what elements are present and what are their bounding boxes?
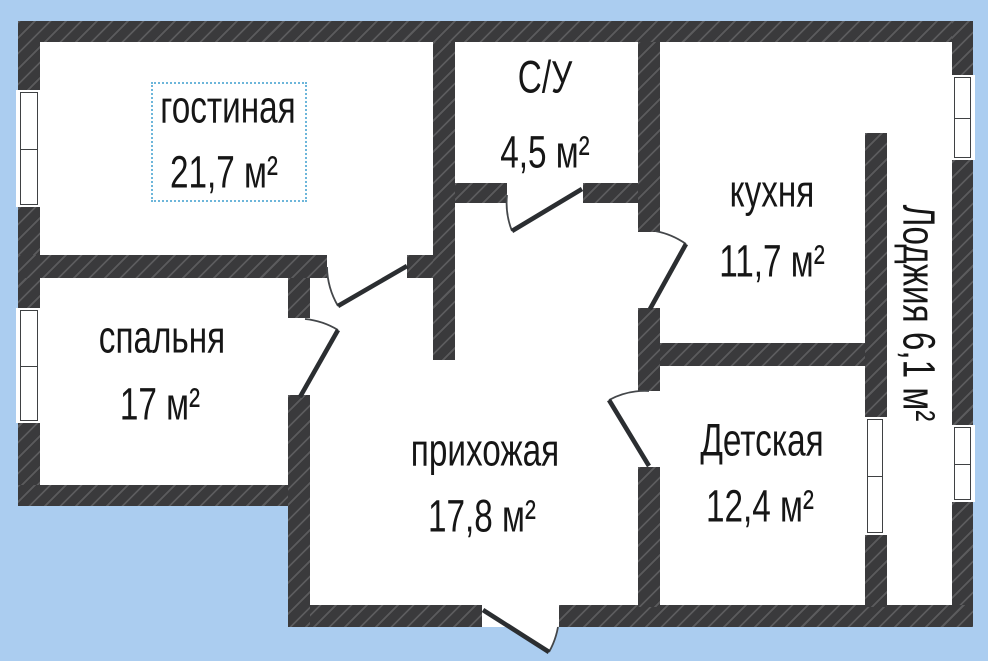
room-label-kids-area: 12,4 м² (705, 480, 815, 532)
room-label-hallway-name: прихожая (410, 424, 560, 476)
wall-kids-west (638, 467, 660, 607)
window-loggia-north (950, 75, 975, 160)
wall-bedroom-east-upper (288, 278, 310, 318)
wall-kitchen-west-lower (638, 308, 660, 391)
room-label-loggia: Лоджия 6,1 м² (893, 204, 945, 422)
wall-bathroom-west (433, 42, 455, 360)
floor-area-lower-right (288, 21, 973, 627)
window-sash-divider (954, 117, 971, 119)
window-kids-loggia (863, 417, 887, 535)
wall-bedroom-south (18, 485, 308, 506)
window-sash-divider (20, 148, 38, 150)
window-bedroom (16, 308, 42, 423)
room-label-hallway-area: 17,8 м² (427, 490, 537, 542)
room-label-living-area: 21,7 м² (169, 146, 279, 198)
wall-bathroom-south-west (455, 183, 507, 203)
selection-box-living-label[interactable] (151, 82, 307, 202)
wall-outer-bottom-east (558, 605, 973, 627)
room-label-bathroom-name: С/У (517, 51, 573, 103)
window-sash-divider (867, 476, 883, 478)
room-label-bedroom-name: спальня (98, 311, 226, 363)
wall-loggia-partition-upper (865, 133, 887, 417)
window-loggia-south (950, 425, 975, 502)
room-label-kitchen-area: 11,7 м² (719, 235, 825, 287)
room-label-bathroom-area: 4,5 м² (500, 126, 590, 178)
wall-living-south-stub (407, 255, 433, 278)
wall-outer-top (18, 21, 973, 42)
wall-kitchen-west-upper (638, 42, 660, 232)
wall-living-south (18, 255, 327, 278)
entrance-door-arc (548, 626, 559, 653)
window-living (16, 90, 42, 207)
room-label-kitchen-name: кухня (729, 165, 815, 217)
wall-kids-north (660, 343, 887, 366)
wall-loggia-partition-lower (865, 535, 887, 607)
window-sash-divider (20, 365, 38, 367)
window-sash-divider (954, 463, 971, 465)
room-label-living-name: гостиная (160, 81, 296, 133)
wall-outer-bottom-west (288, 605, 482, 627)
room-label-kids-name: Детская (700, 414, 824, 466)
room-label-bedroom-area: 17 м² (119, 378, 201, 430)
wall-bedroom-east-lower (288, 395, 310, 627)
